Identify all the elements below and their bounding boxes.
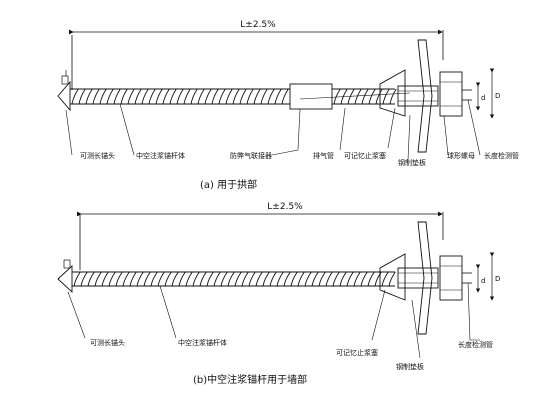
diagram-b-length-label: L±2.5% <box>267 202 303 212</box>
diagram-a-label-1: 中空注浆锚杆体 <box>136 151 185 160</box>
diagram-b-anchor-head <box>57 259 73 294</box>
diagram-b-dimension: L±2.5% <box>77 202 444 270</box>
diagram-b-label-4: 长度检测管 <box>458 340 493 349</box>
diagram-b-labels: 可测长锚头 中空注浆锚杆体 可记忆止浆塞 钢制垫板 长度检测管 <box>90 338 493 371</box>
diagram-a-D-label: D <box>495 92 500 100</box>
diagram-b-plate-assembly: d D <box>379 221 500 335</box>
diagram-a-caption: (a) 用于拱部 <box>200 178 257 191</box>
diagram-a-anchor-head <box>57 70 71 112</box>
diagram-a-label-3: 排气管 <box>313 151 334 160</box>
diagram-a-length-label: L±2.5% <box>240 20 276 30</box>
diagram-b-d-label: d <box>481 277 485 285</box>
diagram-b-leaders <box>67 282 480 359</box>
diagram-a-label-7: 长度检测管 <box>484 151 519 160</box>
diagram-b-label-1: 中空注浆锚杆体 <box>178 338 227 347</box>
diagram-a-label-5: 钢制垫板 <box>398 158 426 167</box>
diagram-a-labels: 可测长锚头 中空注浆锚杆体 防弊气联接器 排气管 可记忆止浆塞 钢制垫板 球形螺… <box>80 151 519 167</box>
diagram-b: L±2.5% d D <box>57 202 500 386</box>
diagram-a-label-2: 防弊气联接器 <box>230 151 272 160</box>
diagram-a-rod-body <box>70 83 411 110</box>
diagram-a-d-label: d <box>481 94 485 102</box>
diagram-b-D-label: D <box>495 275 500 283</box>
diagram-a: L±2.5% <box>57 20 519 191</box>
diagram-b-caption: (b)中空注浆锚杆用于墙部 <box>193 373 307 386</box>
diagram-a-label-0: 可测长锚头 <box>80 151 115 160</box>
diagram-a-dimension: L±2.5% <box>69 20 444 90</box>
diagram-b-rod-body <box>72 271 396 287</box>
diagram-a-leaders <box>65 99 481 161</box>
diagram-a-label-6: 球形螺母 <box>447 151 475 160</box>
diagram-a-label-4: 可记忆止浆塞 <box>344 151 386 160</box>
diagram-b-label-2: 可记忆止浆塞 <box>336 348 378 357</box>
diagram-b-label-0: 可测长锚头 <box>90 338 125 347</box>
diagram-a-plate-assembly: d D <box>379 39 500 153</box>
diagram-b-label-3: 钢制垫板 <box>396 362 424 371</box>
